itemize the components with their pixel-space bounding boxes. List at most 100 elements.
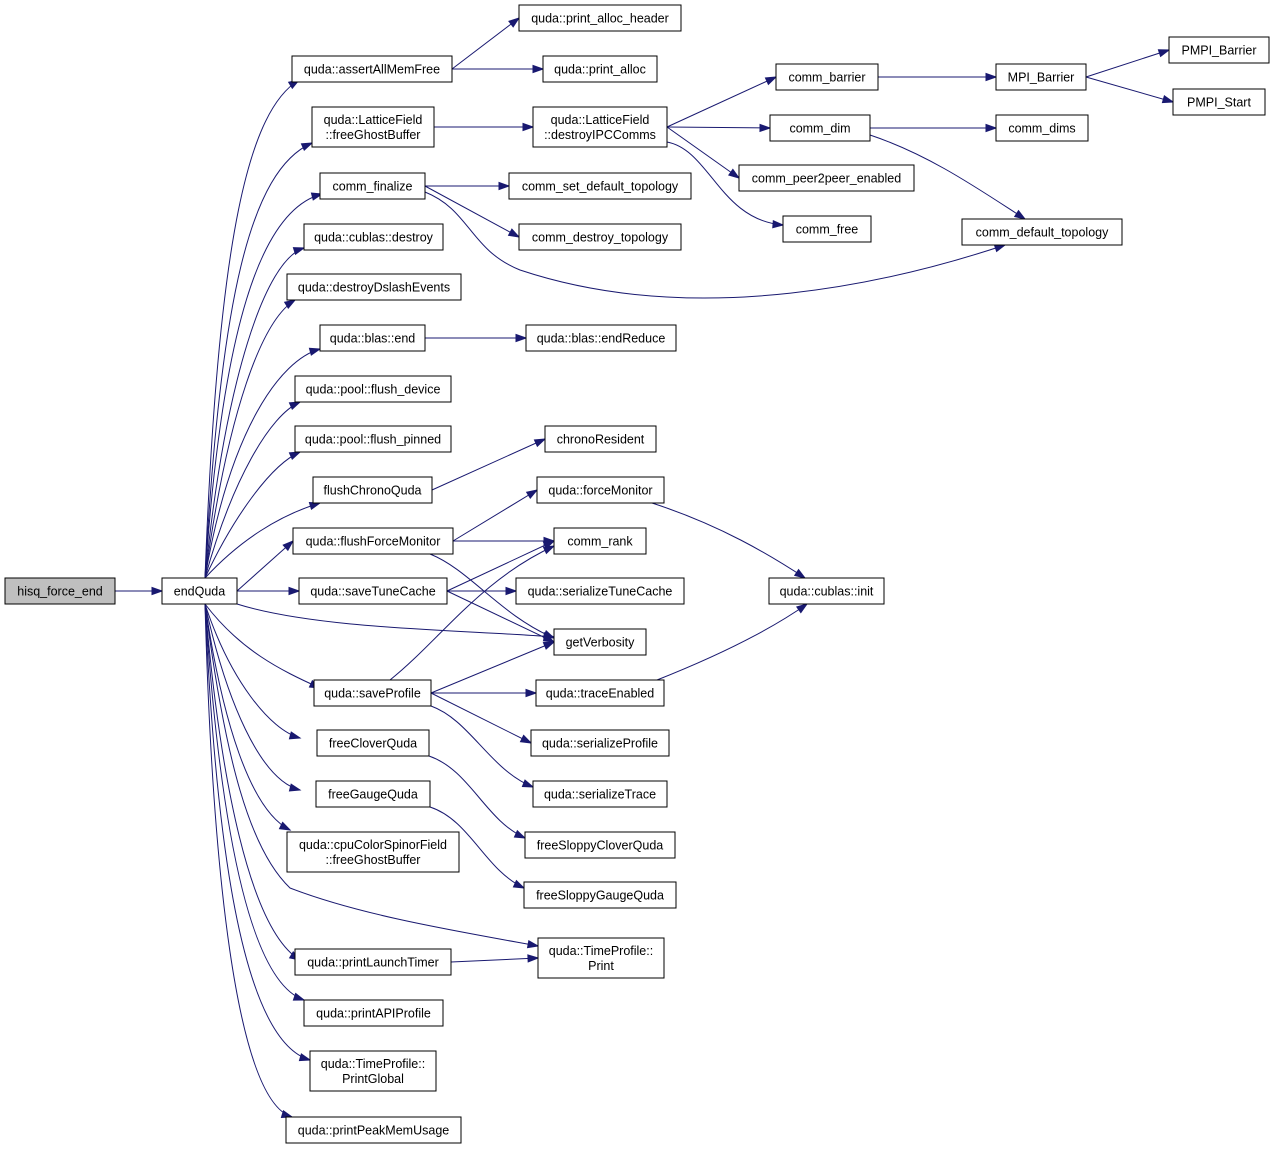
- node-label: comm_free: [796, 223, 859, 237]
- node-label: comm_destroy_topology: [532, 231, 669, 245]
- node-pool_flush_device[interactable]: quda::pool::flush_device: [294, 375, 452, 403]
- node-flushForceMonitor[interactable]: quda::flushForceMonitor: [292, 527, 454, 555]
- node-box: [312, 476, 433, 504]
- node-cublas_destroy[interactable]: quda::cublas::destroy: [303, 223, 444, 251]
- node-serializeProfile[interactable]: quda::serializeProfile: [530, 729, 670, 757]
- node-box: [518, 4, 682, 32]
- node-freeCloverQuda[interactable]: freeCloverQuda: [316, 729, 430, 757]
- edge-MPI_Barrier-to-PMPI_Barrier: [1085, 49, 1171, 78]
- node-box: [530, 729, 670, 757]
- node-serializeTrace[interactable]: quda::serializeTrace: [532, 780, 668, 808]
- edge-endQuda-to-freeGaugeQuda: [204, 603, 302, 792]
- node-comm_rank[interactable]: comm_rank: [553, 527, 647, 555]
- node-comm_finalize[interactable]: comm_finalize: [319, 172, 426, 200]
- edge-printLaunchTimer-to-tp_Print: [450, 954, 540, 963]
- node-hisq_force_end[interactable]: hisq_force_end: [4, 577, 116, 605]
- node-label: freeSloppyGaugeQuda: [536, 889, 664, 903]
- node-comm_set_default_topology[interactable]: comm_set_default_topology: [508, 172, 692, 200]
- node-print_alloc_header[interactable]: quda::print_alloc_header: [518, 4, 682, 32]
- node-blas_end[interactable]: quda::blas::end: [319, 324, 426, 352]
- node-box: [285, 1116, 462, 1144]
- node-box: [738, 164, 915, 192]
- node-freeGaugeQuda[interactable]: freeGaugeQuda: [315, 780, 431, 808]
- node-label: quda::print_alloc: [554, 63, 646, 77]
- node-label: ::destroyIPCComms: [544, 128, 656, 142]
- node-chronoResident[interactable]: chronoResident: [544, 425, 657, 453]
- node-label: comm_dims: [1008, 122, 1075, 136]
- node-cpu_freeGhostBuffer[interactable]: quda::cpuColorSpinorField::freeGhostBuff…: [286, 831, 460, 873]
- edge-endQuda-to-saveTuneCache: [237, 586, 301, 596]
- node-MPI_Barrier[interactable]: MPI_Barrier: [995, 63, 1087, 91]
- edge-freeGaugeQuda-to-freeSloppyGaugeQuda: [429, 806, 526, 889]
- edge-blas_end-to-blas_endReduce: [425, 333, 528, 343]
- node-label: Print: [588, 959, 614, 973]
- node-lf_freeGhostBuffer[interactable]: quda::LatticeField::freeGhostBuffer: [311, 106, 435, 148]
- node-freeSloppyCloverQuda[interactable]: freeSloppyCloverQuda: [524, 831, 676, 859]
- edge-freeCloverQuda-to-freeSloppyCloverQuda: [428, 755, 527, 839]
- node-comm_free[interactable]: comm_free: [782, 215, 872, 243]
- node-pool_flush_pinned[interactable]: quda::pool::flush_pinned: [294, 425, 452, 453]
- edge-endQuda-to-blas_end: [204, 347, 322, 579]
- node-label: quda::blas::end: [330, 332, 416, 346]
- node-printPeakMemUsage[interactable]: quda::printPeakMemUsage: [285, 1116, 462, 1144]
- node-box: [291, 55, 453, 83]
- node-label: flushChronoQuda: [324, 484, 422, 498]
- node-tp_PrintGlobal[interactable]: quda::TimeProfile::PrintGlobal: [309, 1050, 437, 1092]
- node-saveProfile[interactable]: quda::saveProfile: [313, 679, 432, 707]
- node-cublas_init[interactable]: quda::cublas::init: [768, 577, 885, 605]
- node-comm_peer2peer_enabled[interactable]: comm_peer2peer_enabled: [738, 164, 915, 192]
- node-box: [309, 1050, 437, 1092]
- node-PMPI_Start[interactable]: PMPI_Start: [1172, 88, 1266, 116]
- node-label: freeCloverQuda: [329, 737, 417, 751]
- node-forceMonitor[interactable]: quda::forceMonitor: [536, 476, 665, 504]
- node-destroyIPCComms[interactable]: quda::LatticeField::destroyIPCComms: [532, 106, 668, 148]
- node-serializeTuneCache[interactable]: quda::serializeTuneCache: [515, 577, 685, 605]
- node-comm_default_topology[interactable]: comm_default_topology: [961, 218, 1123, 246]
- node-box: [316, 729, 430, 757]
- node-box: [525, 324, 677, 352]
- node-box: [768, 577, 885, 605]
- node-getVerbosity[interactable]: getVerbosity: [553, 628, 647, 656]
- node-destroyDslashEvents[interactable]: quda::destroyDslashEvents: [286, 273, 462, 301]
- node-label: quda::LatticeField: [324, 113, 423, 127]
- node-blas_endReduce[interactable]: quda::blas::endReduce: [525, 324, 677, 352]
- node-comm_destroy_topology[interactable]: comm_destroy_topology: [518, 223, 682, 251]
- edge-saveProfile-to-comm_rank: [389, 545, 556, 681]
- node-box: [319, 172, 426, 200]
- node-box: [298, 577, 448, 605]
- node-printLaunchTimer[interactable]: quda::printLaunchTimer: [294, 948, 452, 976]
- node-label: ::freeGhostBuffer: [326, 128, 421, 142]
- node-box: [544, 425, 657, 453]
- node-endQuda[interactable]: endQuda: [161, 577, 238, 605]
- node-label: comm_barrier: [788, 71, 865, 85]
- node-box: [532, 780, 668, 808]
- node-box: [515, 577, 685, 605]
- node-comm_dim[interactable]: comm_dim: [769, 114, 871, 142]
- node-box: [775, 63, 879, 91]
- node-label: quda::serializeTuneCache: [528, 585, 673, 599]
- node-label: quda::destroyDslashEvents: [298, 281, 450, 295]
- node-box: [769, 114, 871, 142]
- node-label: comm_default_topology: [976, 226, 1109, 240]
- node-label: quda::traceEnabled: [546, 687, 654, 701]
- node-traceEnabled[interactable]: quda::traceEnabled: [535, 679, 665, 707]
- node-comm_dims[interactable]: comm_dims: [995, 114, 1089, 142]
- node-printAPIProfile[interactable]: quda::printAPIProfile: [303, 999, 444, 1027]
- node-label: quda::pool::flush_device: [306, 383, 441, 397]
- node-comm_barrier[interactable]: comm_barrier: [775, 63, 879, 91]
- node-label: quda::saveTuneCache: [310, 585, 435, 599]
- node-label: quda::saveProfile: [324, 687, 421, 701]
- node-box: [315, 780, 431, 808]
- node-saveTuneCache[interactable]: quda::saveTuneCache: [298, 577, 448, 605]
- node-print_alloc[interactable]: quda::print_alloc: [542, 55, 658, 83]
- node-tp_Print[interactable]: quda::TimeProfile::Print: [537, 937, 665, 979]
- node-flushChronoQuda[interactable]: flushChronoQuda: [312, 476, 433, 504]
- node-PMPI_Barrier[interactable]: PMPI_Barrier: [1168, 36, 1270, 64]
- node-box: [537, 937, 665, 979]
- node-label: quda::TimeProfile::: [321, 1057, 425, 1071]
- node-label: quda::TimeProfile::: [549, 944, 653, 958]
- node-box: [553, 527, 647, 555]
- edge-endQuda-to-lf_freeGhostBuffer: [204, 142, 314, 579]
- node-freeSloppyGaugeQuda[interactable]: freeSloppyGaugeQuda: [523, 881, 677, 909]
- node-assertAllMemFree[interactable]: quda::assertAllMemFree: [291, 55, 453, 83]
